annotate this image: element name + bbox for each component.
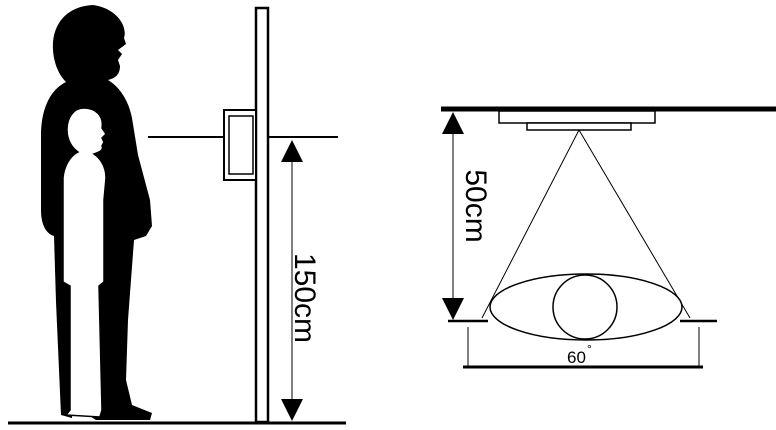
height-label: 150cm bbox=[288, 253, 321, 343]
distance-label: 50cm bbox=[459, 169, 492, 242]
detection-cone-right bbox=[578, 129, 691, 319]
wall-post bbox=[254, 6, 270, 424]
ceiling-sensor-body bbox=[526, 122, 632, 131]
degree-symbol: ° bbox=[587, 342, 592, 356]
height-installation-panel: 150cm bbox=[8, 5, 346, 425]
ceiling-sensor-plate bbox=[498, 110, 656, 124]
detection-cone-left bbox=[481, 129, 580, 319]
child-silhouette bbox=[62, 107, 107, 418]
distance-arrow-bottom bbox=[442, 298, 464, 320]
distance-arrow-top bbox=[442, 112, 464, 134]
height-arrow-bottom bbox=[281, 399, 303, 421]
ceiling-detection-panel: 50cm 60 ° bbox=[441, 106, 776, 369]
height-arrow-top bbox=[281, 140, 303, 162]
detection-area-ellipse bbox=[489, 273, 683, 341]
mounted-device-inner bbox=[228, 115, 254, 175]
angle-label: 60 bbox=[567, 348, 586, 367]
target-circle bbox=[552, 274, 618, 340]
